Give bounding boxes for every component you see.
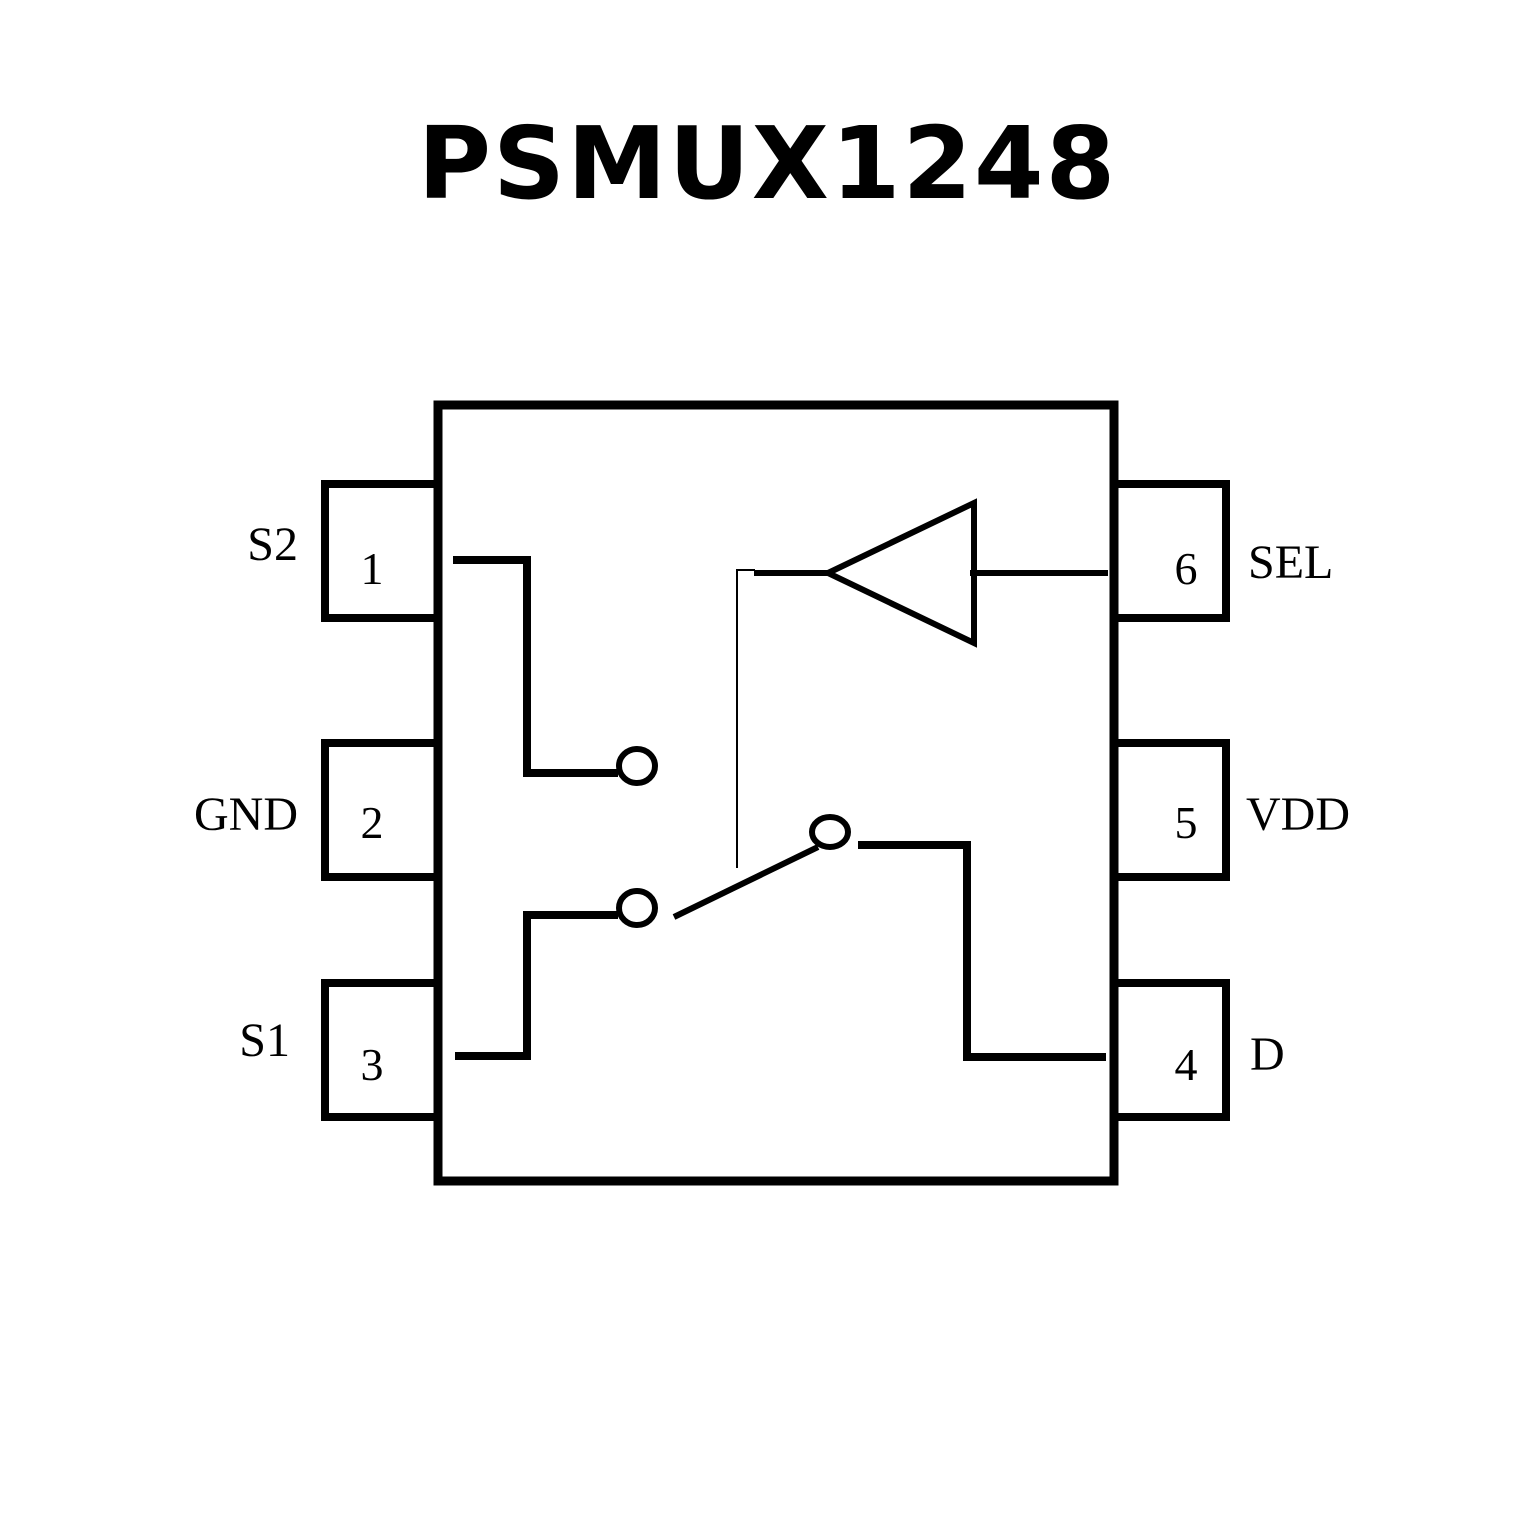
pin-label-s2: S2 [247, 518, 298, 571]
pin-number: 3 [361, 1039, 384, 1090]
s2-contact [616, 746, 658, 786]
pin-number: 1 [361, 543, 384, 594]
pin-label-gnd: GND [194, 788, 298, 841]
pin-number: 2 [361, 797, 384, 848]
s2-trace [453, 556, 618, 777]
d-trace [858, 841, 1106, 1061]
pin-1: 1 S2 [247, 480, 438, 622]
pin-3: 3 S1 [239, 979, 438, 1121]
pin-4: 4 D [1114, 979, 1285, 1121]
pin-number: 5 [1175, 797, 1198, 848]
control-link [736, 569, 755, 868]
pin-label-vdd: VDD [1246, 788, 1350, 841]
pin-6: 6 SEL [1114, 480, 1333, 622]
pin-label-d: D [1250, 1028, 1285, 1081]
pin-label-s1: S1 [239, 1014, 290, 1067]
s1-trace [455, 911, 618, 1060]
pin-label-sel: SEL [1248, 536, 1333, 589]
pin-number: 6 [1175, 543, 1198, 594]
switch-arm [672, 844, 820, 920]
s1-contact [616, 888, 658, 928]
common-contact [809, 814, 851, 850]
chip-title: PSMUX1248 [417, 105, 1118, 222]
buffer-icon [821, 498, 977, 648]
pin-2: 2 GND [194, 739, 438, 881]
pin-number: 4 [1175, 1039, 1198, 1090]
package-body [433, 400, 1119, 1186]
pin-5: 5 VDD [1114, 739, 1350, 881]
